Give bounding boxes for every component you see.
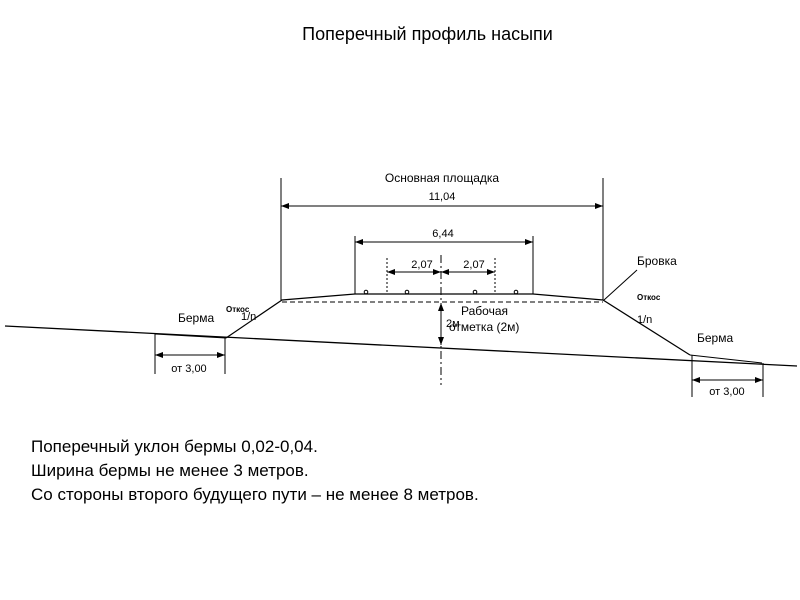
main-platform-label: Основная площадка xyxy=(385,171,500,185)
otkos-left-label: Откос xyxy=(226,305,250,314)
rail-marker xyxy=(472,289,478,295)
embankment-outline xyxy=(225,293,691,356)
berm-right-label: Берма xyxy=(697,331,733,345)
rail-marker xyxy=(513,289,519,295)
berm-left-label: Берма xyxy=(178,311,214,325)
brovka-label: Бровка xyxy=(637,254,677,268)
working-mark-label-2: отметка (2м) xyxy=(449,320,519,334)
dim-width-left-track: 2,07 xyxy=(411,259,432,271)
ground-line xyxy=(4,325,798,367)
slope-fraction-left: 1/n xyxy=(241,311,256,323)
note-berm-width: Ширина бермы не менее 3 метров. xyxy=(31,461,309,480)
berm-width-left: от 3,00 xyxy=(171,363,206,375)
dim-width-right-track: 2,07 xyxy=(463,259,484,271)
notes-block: Поперечный уклон бермы 0,02-0,04. Ширина… xyxy=(31,435,479,507)
dim-width-total: 11,04 xyxy=(429,191,456,203)
rail-markers xyxy=(363,289,519,295)
page-title: Поперечный профиль насыпи xyxy=(302,24,553,44)
brovka-leader xyxy=(603,269,638,301)
slope-fraction-right: 1/n xyxy=(637,314,652,326)
dim-width-middle: 6,44 xyxy=(432,228,453,240)
berm-right-line xyxy=(689,354,763,364)
working-mark-label-1: Рабочая xyxy=(461,304,508,318)
otkos-right-label: Откос xyxy=(637,293,661,302)
berm-left-line xyxy=(154,333,227,339)
note-berm-slope: Поперечный уклон бермы 0,02-0,04. xyxy=(31,437,318,456)
rail-marker xyxy=(363,289,369,295)
berm-width-right: от 3,00 xyxy=(709,386,744,398)
height-2m-label: 2м xyxy=(446,318,460,330)
rail-marker xyxy=(404,289,410,295)
note-second-track: Со стороны второго будущего пути – не ме… xyxy=(31,485,479,504)
